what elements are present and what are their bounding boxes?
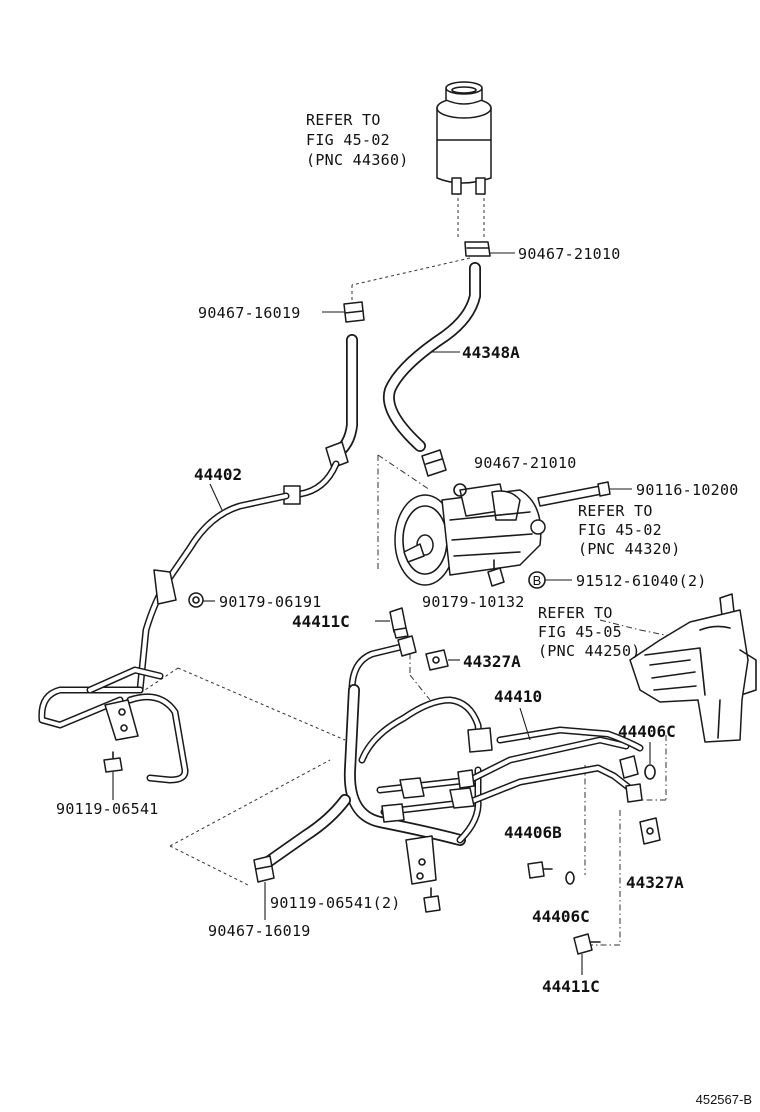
gasket-44406C-top <box>644 742 656 780</box>
refer-note-pump: REFER TO FIG 45-02 (PNC 44320) <box>578 502 681 558</box>
steering-gear-housing <box>629 593 757 743</box>
label-44406C-bottom: 44406C <box>532 907 590 926</box>
label-44327A-bottom: 44327A <box>626 873 684 892</box>
label-44410: 44410 <box>494 687 542 706</box>
bolt-90179-10132 <box>487 559 505 587</box>
label-90467-16019-bottom: 90467-16019 <box>208 922 311 940</box>
refer-line1: REFER TO <box>578 502 653 520</box>
pressure-pipe-44402 <box>38 334 358 784</box>
label-91512-61040: 91512-61040(2) <box>576 572 707 590</box>
refer-line1: REFER TO <box>306 111 381 129</box>
reference-lines <box>129 192 691 946</box>
hose-clamp-21010-mid <box>421 449 447 477</box>
bolt-90179-06191 <box>188 592 215 608</box>
label-90467-21010-mid: 90467-21010 <box>474 454 577 472</box>
label-90467-21010-top: 90467-21010 <box>518 245 621 263</box>
label-44406C-top: 44406C <box>618 722 676 741</box>
refer-line2: FIG 45-05 <box>538 623 622 641</box>
label-90119-06541-left: 90119-06541 <box>56 800 159 818</box>
bolt-b-letter: B <box>533 573 542 588</box>
power-steering-pump <box>394 483 546 586</box>
tube-clamp-44327A-bottom <box>639 817 661 845</box>
stud-bolt-90116-10200 <box>537 481 632 507</box>
union-bolt-44411C-top <box>375 607 409 639</box>
bolt-90119-06541-left <box>103 751 123 800</box>
label-90179-06191: 90179-06191 <box>219 593 322 611</box>
label-44406B: 44406B <box>504 823 562 842</box>
refer-line3: (PNC 44360) <box>306 151 409 169</box>
label-44327A-top: 44327A <box>463 652 521 671</box>
hose-clamp-16019-bottom <box>253 855 275 920</box>
label-90467-16019-top: 90467-16019 <box>198 304 301 322</box>
refer-line2: FIG 45-02 <box>578 521 662 539</box>
return-hose-44348A <box>382 262 481 452</box>
label-90119-06541-bottom: 90119-06541(2) <box>270 894 401 912</box>
figure-number: 452567-B <box>696 1092 752 1107</box>
tube-clamp-44327A-top <box>425 649 460 671</box>
bolt-90119-06541-bottom <box>423 887 441 913</box>
refer-line3: (PNC 44320) <box>578 540 681 558</box>
gasket-44406B <box>527 861 575 885</box>
union-bolt-44411C-bottom <box>573 933 601 975</box>
refer-note-reservoir: REFER TO FIG 45-02 (PNC 44360) <box>306 111 409 169</box>
label-90179-10132: 90179-10132 <box>422 593 525 611</box>
refer-line2: FIG 45-02 <box>306 131 390 149</box>
reservoir-tank <box>436 81 492 195</box>
refer-line3: (PNC 44250) <box>538 642 641 660</box>
label-44348A: 44348A <box>462 343 520 362</box>
label-90116-10200: 90116-10200 <box>636 481 739 499</box>
label-44402: 44402 <box>194 465 242 484</box>
bolt-b-symbol: B <box>528 571 572 589</box>
refer-note-gear: REFER TO FIG 45-05 (PNC 44250) <box>538 604 641 660</box>
label-44411C-bottom: 44411C <box>542 977 600 996</box>
hose-clamp-16019-top <box>322 301 365 323</box>
hose-clamp-21010-top <box>464 241 515 257</box>
label-44411C-top: 44411C <box>292 612 350 631</box>
refer-line1: REFER TO <box>538 604 613 622</box>
return-pipe-44410 <box>262 635 644 885</box>
